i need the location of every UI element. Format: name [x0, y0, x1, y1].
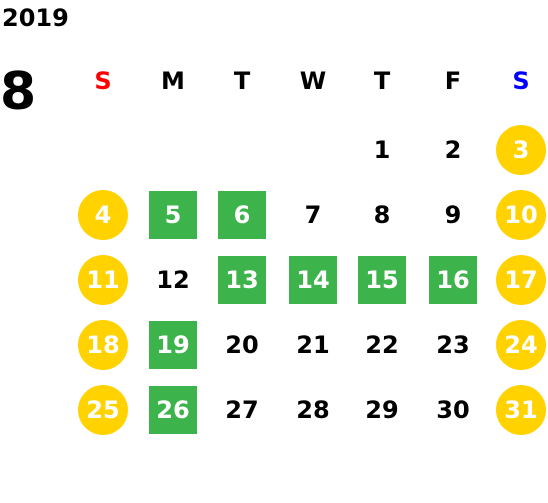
day-cell-28[interactable]: 28	[296, 396, 330, 424]
day-cell-5[interactable]: 5	[149, 191, 197, 239]
day-cell-6[interactable]: 6	[218, 191, 266, 239]
day-cell-1[interactable]: 1	[373, 136, 391, 164]
weekday-sun: S	[94, 67, 112, 95]
day-cell-17[interactable]: 17	[496, 255, 546, 305]
day-cell-7[interactable]: 7	[304, 201, 322, 229]
day-cell-11[interactable]: 11	[78, 255, 128, 305]
day-cell-27[interactable]: 27	[225, 396, 259, 424]
weekday-tue: T	[233, 67, 251, 95]
day-cell-10[interactable]: 10	[496, 190, 546, 240]
weekday-mon: M	[161, 67, 185, 95]
day-cell-29[interactable]: 29	[365, 396, 399, 424]
day-cell-26[interactable]: 26	[149, 386, 197, 434]
day-cell-19[interactable]: 19	[149, 321, 197, 369]
weekday-fri: F	[444, 67, 462, 95]
day-cell-22[interactable]: 22	[365, 331, 399, 359]
day-cell-12[interactable]: 12	[156, 266, 190, 294]
year-label: 2019	[2, 4, 69, 32]
day-cell-8[interactable]: 8	[373, 201, 391, 229]
day-cell-23[interactable]: 23	[436, 331, 470, 359]
day-cell-24[interactable]: 24	[496, 320, 546, 370]
weekday-sat: S	[512, 67, 530, 95]
day-cell-20[interactable]: 20	[225, 331, 259, 359]
day-cell-18[interactable]: 18	[78, 320, 128, 370]
day-cell-21[interactable]: 21	[296, 331, 330, 359]
day-cell-25[interactable]: 25	[78, 385, 128, 435]
day-cell-15[interactable]: 15	[358, 256, 406, 304]
day-cell-30[interactable]: 30	[436, 396, 470, 424]
day-cell-3[interactable]: 3	[496, 125, 546, 175]
day-cell-9[interactable]: 9	[444, 201, 462, 229]
day-cell-31[interactable]: 31	[496, 385, 546, 435]
day-cell-14[interactable]: 14	[289, 256, 337, 304]
weekday-wed: W	[299, 67, 327, 95]
month-label: 8	[0, 62, 37, 122]
day-cell-16[interactable]: 16	[429, 256, 477, 304]
day-cell-4[interactable]: 4	[78, 190, 128, 240]
weekday-thu: T	[373, 67, 391, 95]
day-cell-2[interactable]: 2	[444, 136, 462, 164]
day-cell-13[interactable]: 13	[218, 256, 266, 304]
